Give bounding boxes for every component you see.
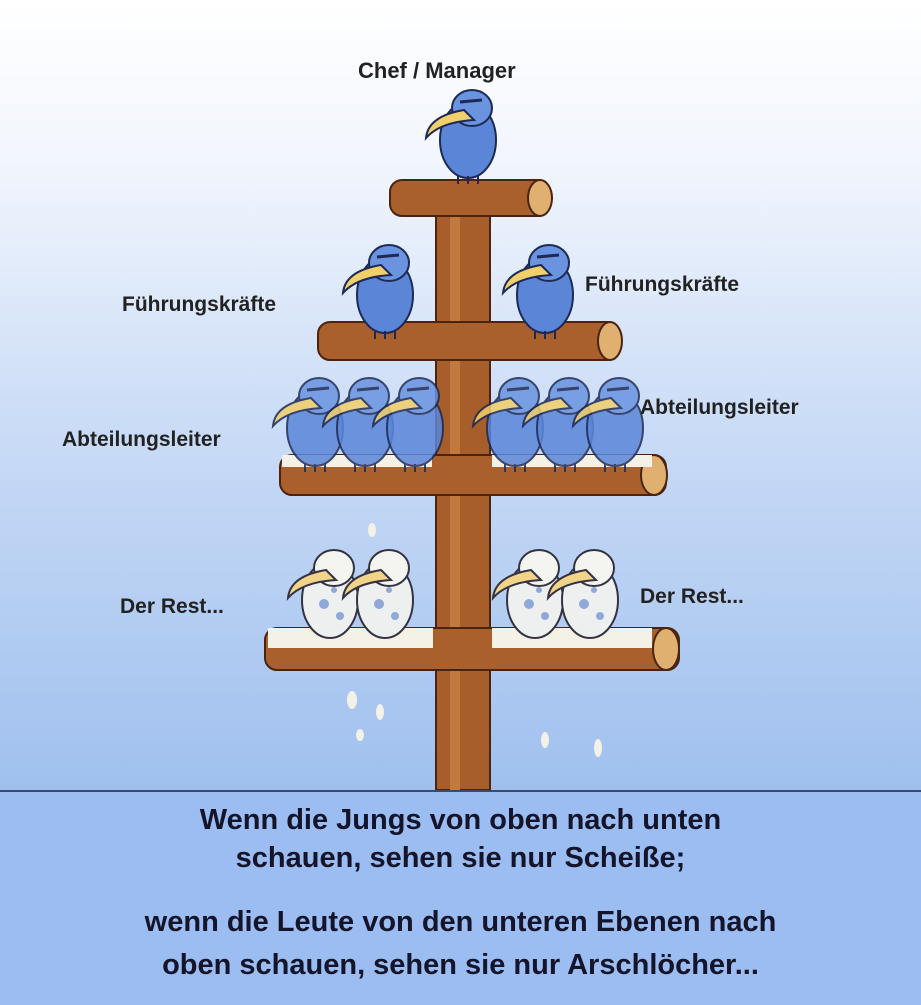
caption-line-3: wenn die Leute von den unteren Ebenen na… — [144, 906, 777, 938]
label-rest-right: Der Rest... — [640, 585, 744, 608]
branch-level2 — [317, 321, 623, 361]
caption-line-2: schauen, sehen sie nur Scheiße; — [235, 842, 686, 874]
branch-top — [389, 179, 553, 217]
cartoon-illustration: Chef / Manager Führungskräfte Führungskr… — [0, 0, 921, 790]
caption-line-1: Wenn die Jungs von oben nach unten — [199, 804, 722, 836]
label-abteilung-left: Abteilungsleiter — [62, 428, 221, 451]
label-abteilung-right: Abteilungsleiter — [640, 396, 799, 419]
label-chef: Chef / Manager — [358, 58, 516, 83]
droppings — [347, 523, 602, 757]
label-fuehrung-left: Führungskräfte — [122, 293, 277, 316]
label-rest-left: Der Rest... — [120, 595, 224, 618]
bird-chef — [424, 88, 498, 186]
caption: Wenn die Jungs von oben nach unten schau… — [0, 790, 921, 1005]
label-fuehrung-right: Führungskräfte — [585, 273, 740, 296]
caption-line-4: oben schauen, sehen sie nur Arschlöcher.… — [162, 949, 759, 981]
